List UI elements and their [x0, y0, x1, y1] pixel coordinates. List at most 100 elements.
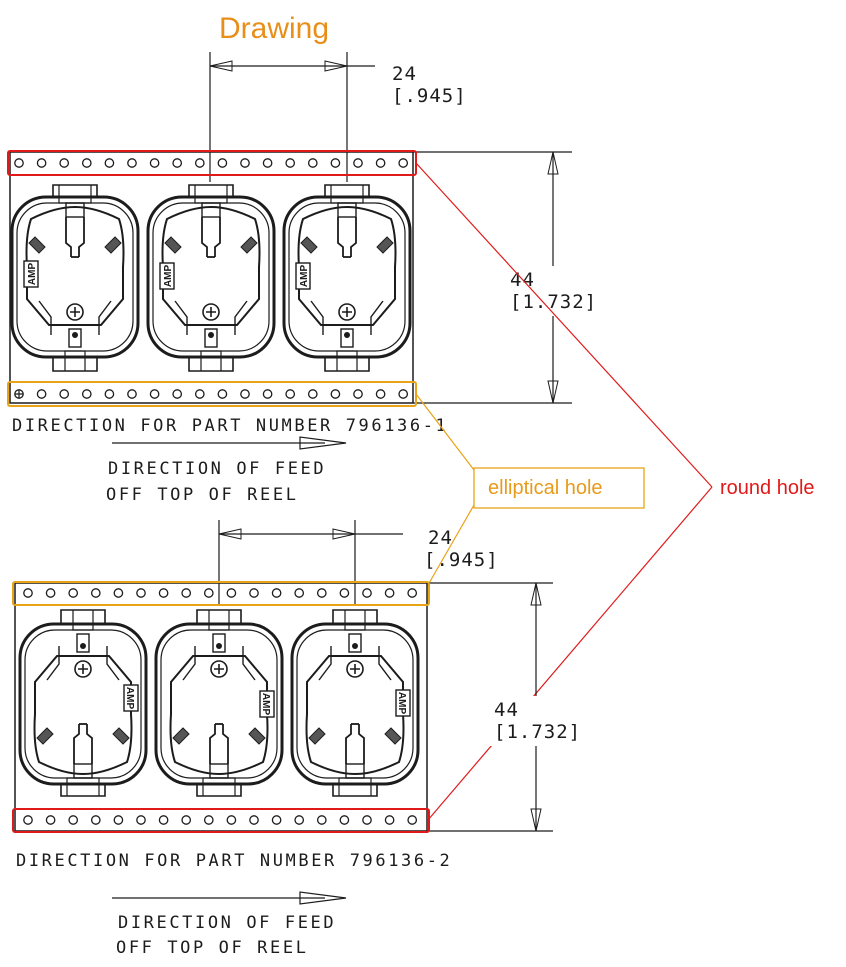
sprocket-hole: [316, 588, 327, 598]
sprocket-hole: [353, 389, 363, 399]
sprocket-hole: [172, 158, 183, 168]
sprocket-hole: [104, 389, 115, 399]
sprocket-hole: [316, 815, 327, 825]
pitch-in-2: [.945]: [424, 549, 499, 571]
sprocket-hole: [59, 389, 70, 399]
sprocket-hole: [362, 588, 372, 598]
sprocket-hole: [127, 389, 137, 399]
svg-text:AMP: AMP: [299, 265, 310, 288]
sprocket-hole: [158, 588, 169, 598]
sprocket-hole: [45, 588, 56, 598]
sprocket-hole: [217, 389, 228, 399]
sprocket-hole: [375, 158, 386, 168]
view-796136-2: 24 [.945] AMP AMP AMP 44 [: [12, 520, 584, 958]
sprocket-hole: [104, 158, 115, 168]
sprocket-hole: [149, 389, 160, 399]
sprocket-hole: [68, 815, 79, 825]
elliptical-hole-row-1: [14, 389, 409, 399]
sprocket-hole: [36, 158, 47, 168]
svg-text:AMP: AMP: [163, 265, 174, 288]
width-in-2: [1.732]: [494, 721, 581, 743]
sprocket-hole: [353, 158, 363, 168]
sprocket-hole: [14, 158, 24, 168]
elliptical-hole-row-2: [23, 588, 418, 598]
sprocket-hole: [249, 815, 259, 825]
sprocket-hole: [113, 815, 124, 825]
amp-mark-2c: AMP: [395, 689, 411, 717]
view-796136-1: 24 [.945] AMP AMP AMP: [7, 52, 600, 505]
sprocket-hole: [136, 815, 146, 825]
sprocket-hole: [339, 815, 350, 825]
feed-arrow-1: [112, 436, 347, 450]
sprocket-hole: [226, 815, 237, 825]
feed-arrow-2: [112, 891, 347, 905]
width-mm-2: 44: [494, 699, 519, 721]
sprocket-hole: [203, 588, 214, 598]
amp-mark-1a: AMP: [23, 260, 39, 288]
round-hole-row-1: [14, 158, 409, 168]
elliptical-hole-highlight-2: [12, 581, 430, 606]
sprocket-hole: [384, 815, 395, 825]
sprocket-hole: [398, 158, 409, 168]
amp-mark-1b: AMP: [159, 262, 175, 290]
svg-text:AMP: AMP: [260, 693, 271, 716]
sprocket-hole: [217, 158, 228, 168]
sprocket-hole: [81, 158, 92, 168]
elliptical-hole-label: elliptical hole: [488, 477, 603, 499]
sprocket-hole: [226, 588, 237, 598]
sprocket-hole: [81, 389, 92, 399]
svg-text:AMP: AMP: [396, 692, 407, 715]
carrier-tape-1: [9, 151, 414, 404]
sprocket-hole: [23, 815, 33, 825]
sprocket-hole: [90, 815, 101, 825]
feed-line1-1: DIRECTION OF FEED: [108, 459, 326, 479]
sprocket-hole: [398, 389, 409, 399]
sprocket-hole: [136, 588, 146, 598]
direction-label-2: DIRECTION FOR PART NUMBER 796136-2: [16, 851, 452, 871]
sprocket-hole: [285, 158, 296, 168]
sprocket-hole: [127, 158, 137, 168]
pitch-mm-1: 24: [392, 63, 417, 85]
sprocket-hole: [362, 815, 372, 825]
round-hole-callout: round hole: [415, 162, 815, 821]
sprocket-hole: [330, 158, 341, 168]
pitch-in-1: [.945]: [392, 85, 467, 107]
sprocket-hole: [203, 815, 214, 825]
width-in-1: [1.732]: [510, 291, 597, 313]
elliptical-hole-callout: elliptical hole: [415, 393, 645, 586]
sprocket-hole: [149, 158, 160, 168]
sprocket-hole: [158, 815, 169, 825]
width-dimension-2: 44 [1.732]: [427, 582, 584, 832]
feed-line2-1: OFF TOP OF REEL: [106, 485, 299, 505]
sprocket-hole: [339, 588, 350, 598]
sprocket-hole: [307, 389, 318, 399]
sprocket-hole: [407, 815, 418, 825]
svg-text:AMP: AMP: [124, 687, 135, 710]
sprocket-hole: [36, 389, 47, 399]
svg-text:AMP: AMP: [27, 263, 38, 286]
sprocket-hole: [262, 158, 273, 168]
sprocket-hole: [172, 389, 183, 399]
sprocket-hole: [59, 158, 70, 168]
sprocket-hole: [271, 588, 282, 598]
sprocket-hole: [384, 588, 395, 598]
pitch-dimension-2: 24 [.945]: [218, 520, 499, 605]
sprocket-hole: [113, 588, 124, 598]
sprocket-hole: [307, 158, 318, 168]
sprocket-hole: [330, 389, 341, 399]
sprocket-hole: [285, 389, 296, 399]
sprocket-hole: [240, 389, 250, 399]
sprocket-hole: [375, 389, 386, 399]
sprocket-hole: [90, 588, 101, 598]
sprocket-hole: [14, 389, 24, 399]
round-hole-label: round hole: [720, 477, 815, 499]
sprocket-hole: [240, 158, 250, 168]
pitch-dimension-1: 24 [.945]: [209, 52, 467, 182]
feed-line2-2: OFF TOP OF REEL: [116, 938, 309, 958]
sprocket-hole: [271, 815, 282, 825]
width-dimension-1: 44 [1.732]: [413, 151, 600, 404]
amp-mark-2b: AMP: [259, 690, 275, 718]
sprocket-hole: [249, 588, 259, 598]
sprocket-hole: [181, 588, 192, 598]
amp-mark-1c: AMP: [295, 262, 311, 290]
